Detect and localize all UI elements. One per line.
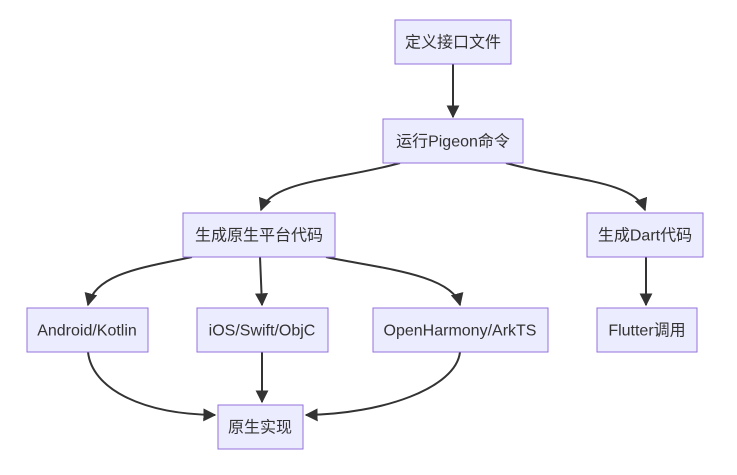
- node-box: [394, 19, 512, 65]
- node-native-implementation: 原生实现: [217, 404, 304, 450]
- node-flutter-call: Flutter调用: [596, 307, 698, 353]
- edge-native-code-to-android: [84, 256, 193, 307]
- node-box: [182, 212, 336, 258]
- node-label: Flutter调用: [608, 322, 685, 340]
- node-run-pigeon-command: 运行Pigeon命令: [382, 118, 524, 164]
- edge-android-to-impl: [87, 351, 217, 422]
- edge-harmony-to-impl: [304, 351, 461, 422]
- edge-run-to-native-code: [258, 162, 401, 212]
- node-box: [26, 307, 149, 353]
- node-label: 运行Pigeon命令: [396, 133, 510, 151]
- edge-layer: [84, 64, 653, 422]
- node-label: 原生实现: [228, 419, 292, 437]
- edge-run-to-dart-code: [505, 162, 648, 212]
- node-box: [596, 307, 698, 353]
- node-generate-dart-code: 生成Dart代码: [586, 212, 704, 258]
- node-openharmony-arkts: OpenHarmony/ArkTS: [372, 307, 549, 353]
- edge-native-code-to-harmony: [325, 256, 464, 307]
- node-label: Android/Kotlin: [37, 323, 137, 340]
- node-define-interface-file: 定义接口文件: [394, 19, 512, 65]
- node-box: [217, 404, 304, 450]
- node-label: OpenHarmony/ArkTS: [384, 323, 537, 340]
- node-label: 生成原生平台代码: [195, 227, 323, 245]
- node-box: [372, 307, 549, 353]
- node-android-kotlin: Android/Kotlin: [26, 307, 149, 353]
- node-box: [586, 212, 704, 258]
- node-label: iOS/Swift/ObjC: [209, 323, 316, 340]
- node-ios-swift-objc: iOS/Swift/ObjC: [196, 307, 329, 353]
- node-generate-native-platform-code: 生成原生平台代码: [182, 212, 336, 258]
- edge-native-code-to-ios: [255, 256, 269, 307]
- node-label: 定义接口文件: [405, 34, 501, 52]
- node-box: [196, 307, 329, 353]
- node-label: 生成Dart代码: [598, 227, 692, 245]
- node-box: [382, 118, 524, 164]
